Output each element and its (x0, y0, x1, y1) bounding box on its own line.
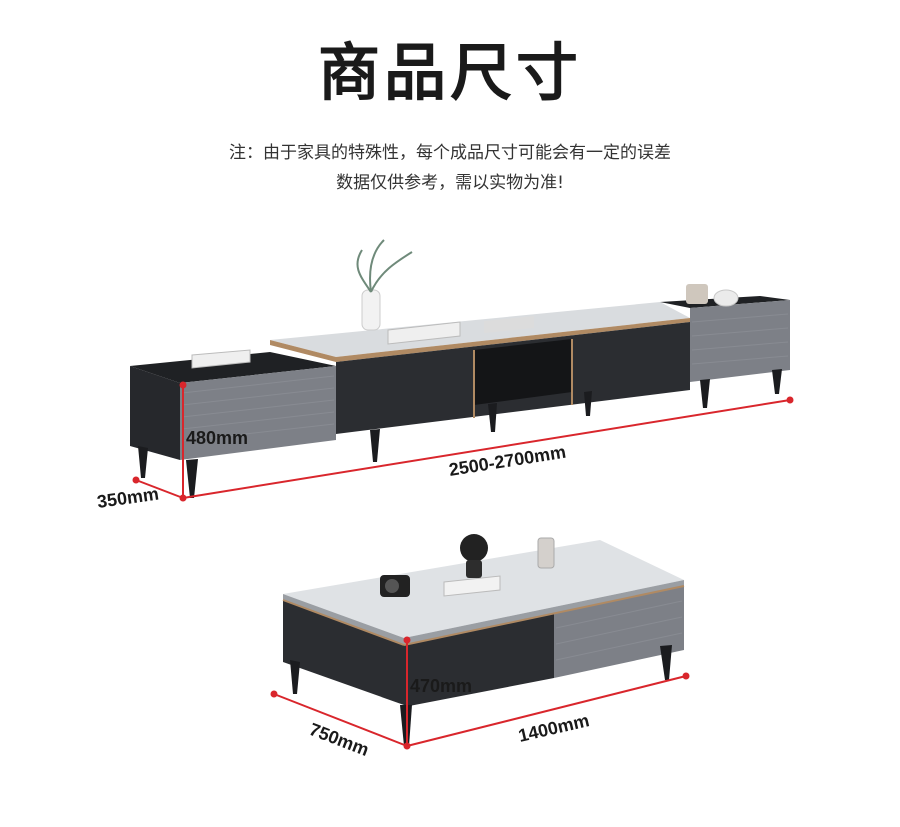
coffee-table-books-icon (443, 575, 501, 597)
tv-cabinet-depth-label: 350mm (96, 484, 160, 512)
bowl-icon (713, 289, 739, 307)
tv-cabinet-dimensions (135, 385, 791, 499)
glass-vase-icon (537, 537, 555, 569)
tv-cabinet-open-shelf (474, 339, 572, 405)
tv-cabinet-width-label: 2500-2700mm (447, 442, 567, 480)
books-icon (387, 321, 461, 345)
tv-cabinet-left-top (130, 352, 336, 383)
coffee-table-side (283, 600, 404, 705)
books-left-icon (191, 349, 251, 369)
vase-icon (361, 289, 381, 331)
plant-icon (356, 239, 413, 293)
coffee-table (282, 534, 685, 746)
figurine-icon (460, 534, 488, 562)
page-title: 商品尺寸 (317, 36, 582, 109)
tv-cabinet-left-side (130, 366, 180, 460)
tv-cabinet-marble-top (270, 302, 690, 357)
coffee-table-grey-drawer (554, 586, 684, 678)
disclaimer-line-1: 注：由于家具的特殊性，每个成品尺寸可能会有一定的误差 (229, 143, 671, 163)
tv-cabinet-height-label: 480mm (186, 428, 248, 448)
jar-icon (686, 284, 708, 304)
tv-cabinet (130, 239, 790, 498)
coffee-table-height-label: 470mm (410, 676, 472, 696)
coffee-table-dimensions (273, 640, 687, 747)
coffee-table-depth-label: 750mm (307, 719, 372, 760)
disclaimer-line-2: 数据仅供参考，需以实物为准! (336, 173, 564, 193)
shelf-books (484, 315, 534, 334)
